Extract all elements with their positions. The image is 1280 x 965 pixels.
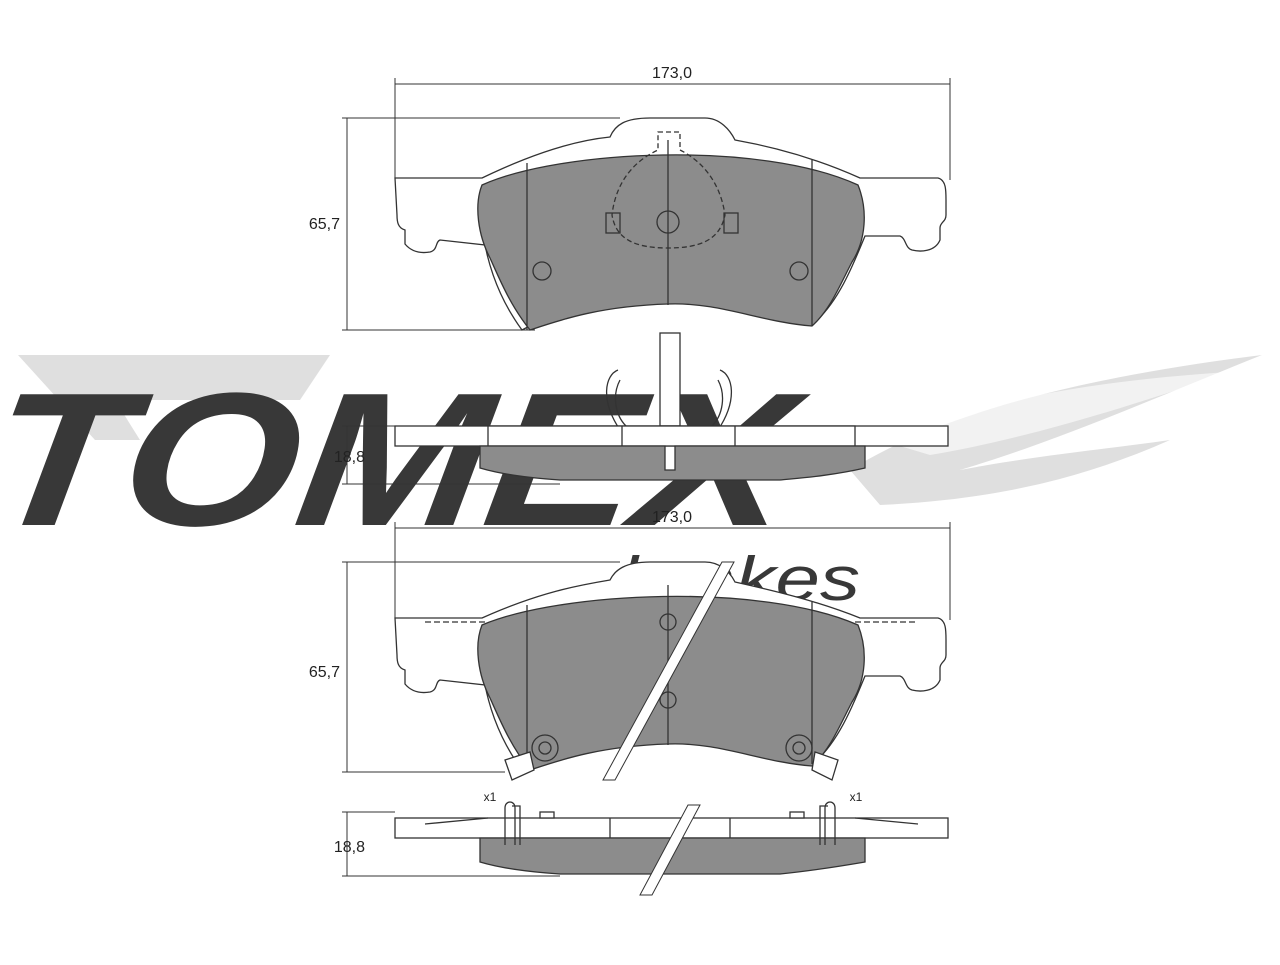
bottom-side-left-clip: [504, 801, 521, 845]
top-left-pin-hole: [532, 261, 552, 281]
bottom-pad-dimensions: [342, 522, 951, 773]
top-pad-face-view: [394, 117, 947, 331]
right-clip-qty-label: x1: [850, 790, 863, 804]
top-pad-dimensions: [342, 78, 951, 331]
top-pad-side-view: [394, 332, 949, 481]
bottom-side-right-clip: [819, 801, 836, 845]
bottom-side-shim: [424, 817, 919, 825]
top-friction-material: [477, 154, 865, 331]
top-height-label: 65,7: [309, 216, 340, 233]
bottom-left-pin-hole-inner: [538, 741, 552, 755]
watermark-swoosh-inner: [880, 372, 1230, 455]
top-right-pin-hole: [789, 261, 809, 281]
bottom-centre-hole-upper: [659, 613, 677, 631]
bottom-wear-indicator: [602, 561, 735, 781]
bottom-width-label: 173,0: [652, 509, 692, 526]
bottom-side-wear-stripe: [639, 804, 701, 896]
bottom-right-wear-clip: [811, 751, 839, 781]
top-side-shim: [487, 425, 856, 447]
bottom-left-wear-clip: [504, 751, 535, 781]
bottom-right-pin-hole-inner: [792, 741, 806, 755]
top-spring-clip: [611, 131, 726, 249]
top-thickness-label: 18,8: [334, 449, 365, 466]
top-width-label: 173,0: [652, 65, 692, 82]
top-side-friction-material: [479, 445, 866, 481]
left-clip-qty-label: x1: [484, 790, 497, 804]
bottom-side-tab-left: [539, 811, 555, 819]
top-clip-right-tab: [723, 212, 739, 234]
bottom-centre-hole-lower: [659, 691, 677, 709]
bottom-side-tab-right: [789, 811, 805, 819]
bottom-side-dimensions: [342, 811, 560, 877]
top-side-spring-clip: [606, 369, 732, 431]
bottom-thickness-label: 18,8: [334, 839, 365, 856]
top-side-dimensions: [342, 425, 560, 485]
bottom-height-label: 65,7: [309, 664, 340, 681]
top-side-clip-stem: [659, 332, 681, 427]
wear-indicator-stripe: [602, 561, 735, 781]
bottom-right-pin-hole-outer: [785, 734, 813, 762]
top-clip-left-tab: [605, 212, 621, 234]
bottom-friction-material: [477, 595, 865, 771]
top-clip-centre-hole: [656, 210, 680, 234]
watermark-left-chevron: [18, 355, 330, 440]
bottom-left-pin-hole-outer: [531, 734, 559, 762]
